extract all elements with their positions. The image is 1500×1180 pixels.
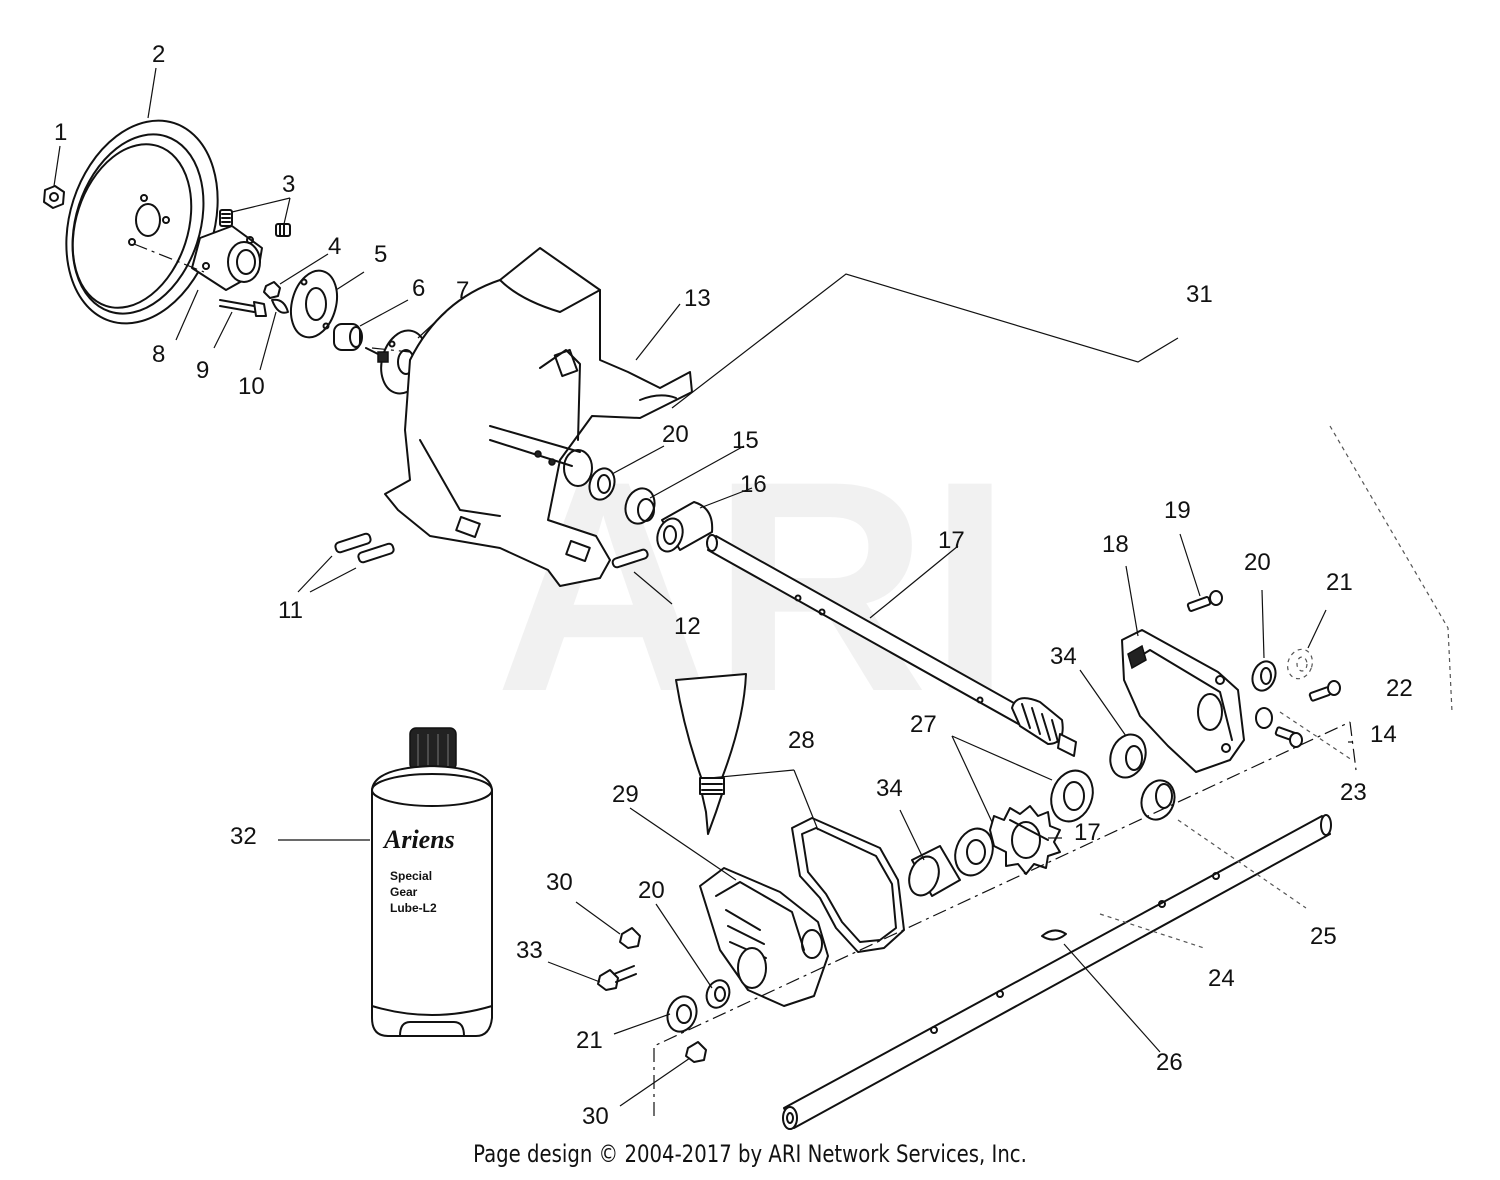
lower-washer-part — [666, 995, 698, 1033]
callout-13: 13 — [684, 285, 711, 312]
set-screw-part — [219, 209, 291, 237]
callout-10: 10 — [238, 373, 265, 400]
worm-gear-part — [989, 805, 1061, 875]
callout-24: 24 — [1208, 965, 1235, 992]
gear-bushing-part — [1109, 733, 1147, 779]
callout-21-lower: 21 — [576, 1027, 603, 1054]
roll-pin-part — [611, 548, 649, 569]
right-bolt-part — [1308, 680, 1341, 702]
callout-20-upper: 20 — [662, 421, 689, 448]
callout-21-right: 21 — [1326, 569, 1353, 596]
callout-6: 6 — [412, 275, 425, 302]
gear-lube-bottle: Ariens Special Gear Lube-L2 — [371, 727, 493, 1037]
callout-15: 15 — [732, 427, 759, 454]
callout-34-upper: 34 — [1050, 643, 1077, 670]
bottle-label-line-1: Special — [390, 869, 432, 883]
bearing-part — [333, 323, 363, 351]
shaft-key-part — [1041, 929, 1067, 941]
pulley-part — [65, 119, 219, 325]
case-screw-part — [1186, 590, 1223, 612]
small-nut-part — [263, 281, 281, 299]
copyright-footer: Page design © 2004-2017 by ARI Network S… — [473, 1140, 1027, 1168]
left-gear-bushing-part — [908, 845, 961, 897]
pin-part — [334, 532, 395, 564]
callout-4: 4 — [328, 233, 341, 260]
callout-1: 1 — [54, 119, 67, 146]
woodruff-key-part — [271, 298, 289, 314]
callout-12: 12 — [674, 613, 701, 640]
callout-32: 32 — [230, 823, 257, 850]
callout-9: 9 — [196, 357, 209, 384]
bottle-label-line-2: Gear — [390, 885, 418, 899]
callout-20-right: 20 — [1244, 549, 1271, 576]
callout-29: 29 — [612, 781, 639, 808]
upper-nut-part — [619, 927, 641, 949]
nut-part — [43, 185, 65, 209]
callout-31: 31 — [1186, 281, 1213, 308]
callout-23: 23 — [1340, 779, 1367, 806]
callout-8: 8 — [152, 341, 165, 368]
bolt-part — [219, 299, 267, 317]
callout-22: 22 — [1386, 675, 1413, 702]
hub-flange-part — [191, 225, 263, 291]
callout-5: 5 — [374, 241, 387, 268]
callout-30-lower: 30 — [582, 1103, 609, 1130]
bottle-brand-text: Ariens — [382, 825, 455, 854]
gasket-part — [791, 817, 905, 953]
bottle-label-line-3: Lube-L2 — [390, 901, 437, 915]
callout-27: 27 — [910, 711, 937, 738]
callout-16: 16 — [740, 471, 767, 498]
callout-26: 26 — [1156, 1049, 1183, 1076]
callout-30-upper: 30 — [546, 869, 573, 896]
housing-bracket-part — [384, 247, 693, 587]
callout-19: 19 — [1164, 497, 1191, 524]
callout-14: 14 — [1370, 721, 1397, 748]
lower-thrust-washer-part — [954, 827, 994, 877]
lower-seal-part — [705, 979, 731, 1009]
shaft-bearing-part — [656, 501, 714, 553]
bearing-flange-part — [289, 269, 339, 339]
callout-17-shaft: 17 — [938, 527, 965, 554]
lower-gear-case-part — [699, 867, 829, 1007]
lower-right-bolt-part — [1255, 707, 1303, 748]
grease-tube-part — [675, 673, 747, 835]
callout-28: 28 — [788, 727, 815, 754]
thrust-washer-part — [1050, 769, 1094, 823]
callout-2: 2 — [152, 41, 165, 68]
callout-34-lower: 34 — [876, 775, 903, 802]
callout-20-lower: 20 — [638, 877, 665, 904]
gear-case-bolt-part — [597, 965, 637, 991]
worm-shaft-part — [706, 534, 1077, 757]
leader-lines — [53, 67, 1352, 1107]
callout-3: 3 — [282, 171, 295, 198]
callout-25: 25 — [1310, 923, 1337, 950]
callout-18: 18 — [1102, 531, 1129, 558]
callout-11: 11 — [278, 597, 303, 624]
lower-nut-part — [685, 1041, 707, 1063]
auger-bushing-part — [1140, 779, 1176, 821]
callout-33: 33 — [516, 937, 543, 964]
gear-case-half-part — [1121, 629, 1245, 773]
callout-7: 7 — [456, 277, 469, 304]
auger-shaft-part — [782, 814, 1332, 1130]
callout-17-gear: 17 — [1074, 819, 1101, 846]
seal-part — [588, 467, 616, 501]
right-washer-part — [1287, 648, 1313, 680]
right-seal-part — [1251, 660, 1277, 692]
bushing-part — [624, 487, 656, 525]
assembly-lines — [133, 243, 1453, 1116]
callout-labels: 1 2 3 4 5 6 7 8 9 10 11 12 13 14 15 16 1… — [54, 41, 1413, 1130]
